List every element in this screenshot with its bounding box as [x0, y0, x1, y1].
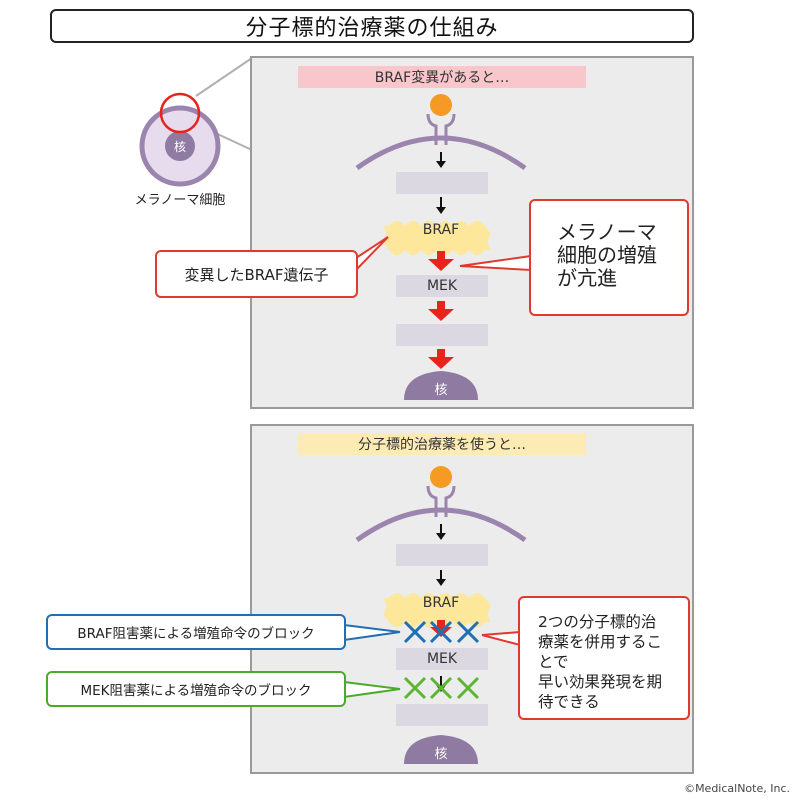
braf-inhibitor-callout: BRAF阻害薬による増殖命令のブロック: [46, 614, 346, 650]
nucleus-dome: [404, 371, 478, 400]
proliferation-callout: メラノーマ 細胞の増殖 が亢進: [529, 199, 689, 316]
braf-block-pointer: [343, 623, 401, 642]
pathway-box-1: [396, 172, 488, 194]
nucleus-label-2: 核: [434, 746, 448, 762]
ligand-circle-2: [430, 466, 452, 488]
mek-inhibitor-callout: MEK阻害薬による増殖命令のブロック: [46, 671, 346, 707]
receptor-icon: [426, 113, 456, 145]
combo-line-2: 療薬を併用するこ: [538, 633, 663, 651]
receptor-icon-2: [426, 485, 456, 517]
braf-inhibitor-text: BRAF阻害薬による増殖命令のブロック: [77, 626, 315, 642]
braf-label: BRAF: [422, 222, 460, 238]
pathway-box-3: [396, 324, 488, 346]
mutated-braf-callout: 変異したBRAF遺伝子: [155, 250, 358, 298]
cell-membrane: [355, 135, 527, 171]
pathway-box-mek: [396, 275, 488, 297]
mek-label: MEK: [426, 278, 458, 294]
cell-membrane-2: [355, 507, 527, 543]
ligand-circle: [430, 94, 452, 116]
zoom-circle: [159, 92, 201, 134]
panel2-header: 分子標的治療薬を使うと…: [298, 433, 586, 455]
combo-line-3: とで: [538, 653, 569, 671]
zoom-line-top: [195, 57, 253, 97]
proliferation-line-3: が亢進: [557, 266, 617, 290]
cell-nucleus: [165, 131, 195, 161]
arrow-down-black-3: [436, 533, 446, 540]
braf-label-2: BRAF: [422, 595, 460, 611]
arrow-down-black-2: [436, 207, 446, 214]
pathway-box-2-3: [396, 704, 488, 726]
mek-label-2: MEK: [426, 651, 458, 667]
panel1-header: BRAF変異があると…: [298, 66, 586, 88]
arrow-down-black-4: [436, 579, 446, 586]
arrow-down-red-1: [428, 259, 454, 271]
cell-nucleus-label: 核: [173, 139, 186, 154]
mek-block-pointer: [343, 680, 401, 699]
mek-block-x-marks: [403, 676, 480, 700]
pathway-box-2-1: [396, 544, 488, 566]
cell-caption: メラノーマ細胞: [134, 192, 226, 208]
pathway-box-mek-2: [396, 648, 488, 670]
arrow-down-black-1: [436, 161, 446, 168]
title-box: 分子標的治療薬の仕組み: [50, 9, 694, 43]
combo-line-1: 2つの分子標的治: [538, 613, 657, 631]
proliferation-line-2: 細胞の増殖: [557, 243, 657, 267]
nucleus-dome-2: [404, 735, 478, 764]
arrow-down-red-3: [428, 357, 454, 369]
braf-protein: [383, 221, 491, 255]
combination-callout: 2つの分子標的治 療薬を併用するこ とで 早い効果発現を期 待できる: [518, 596, 690, 720]
combo-line-5: 待できる: [538, 693, 600, 711]
combo-line-4: 早い効果発現を期: [538, 673, 663, 691]
nucleus-label: 核: [434, 382, 448, 398]
arrow-down-red-2: [428, 309, 454, 321]
braf-block-x-marks: [403, 620, 480, 644]
mek-inhibitor-text: MEK阻害薬による増殖命令のブロック: [80, 683, 312, 699]
braf-protein-2: [383, 593, 491, 627]
copyright-credit: ©MedicalNote, Inc.: [684, 782, 790, 795]
proliferation-line-1: メラノーマ: [557, 220, 657, 244]
mutated-braf-text: 変異したBRAF遺伝子: [184, 265, 329, 284]
combo-callout-pointer: [481, 630, 521, 647]
page-title: 分子標的治療薬の仕組み: [245, 16, 499, 41]
